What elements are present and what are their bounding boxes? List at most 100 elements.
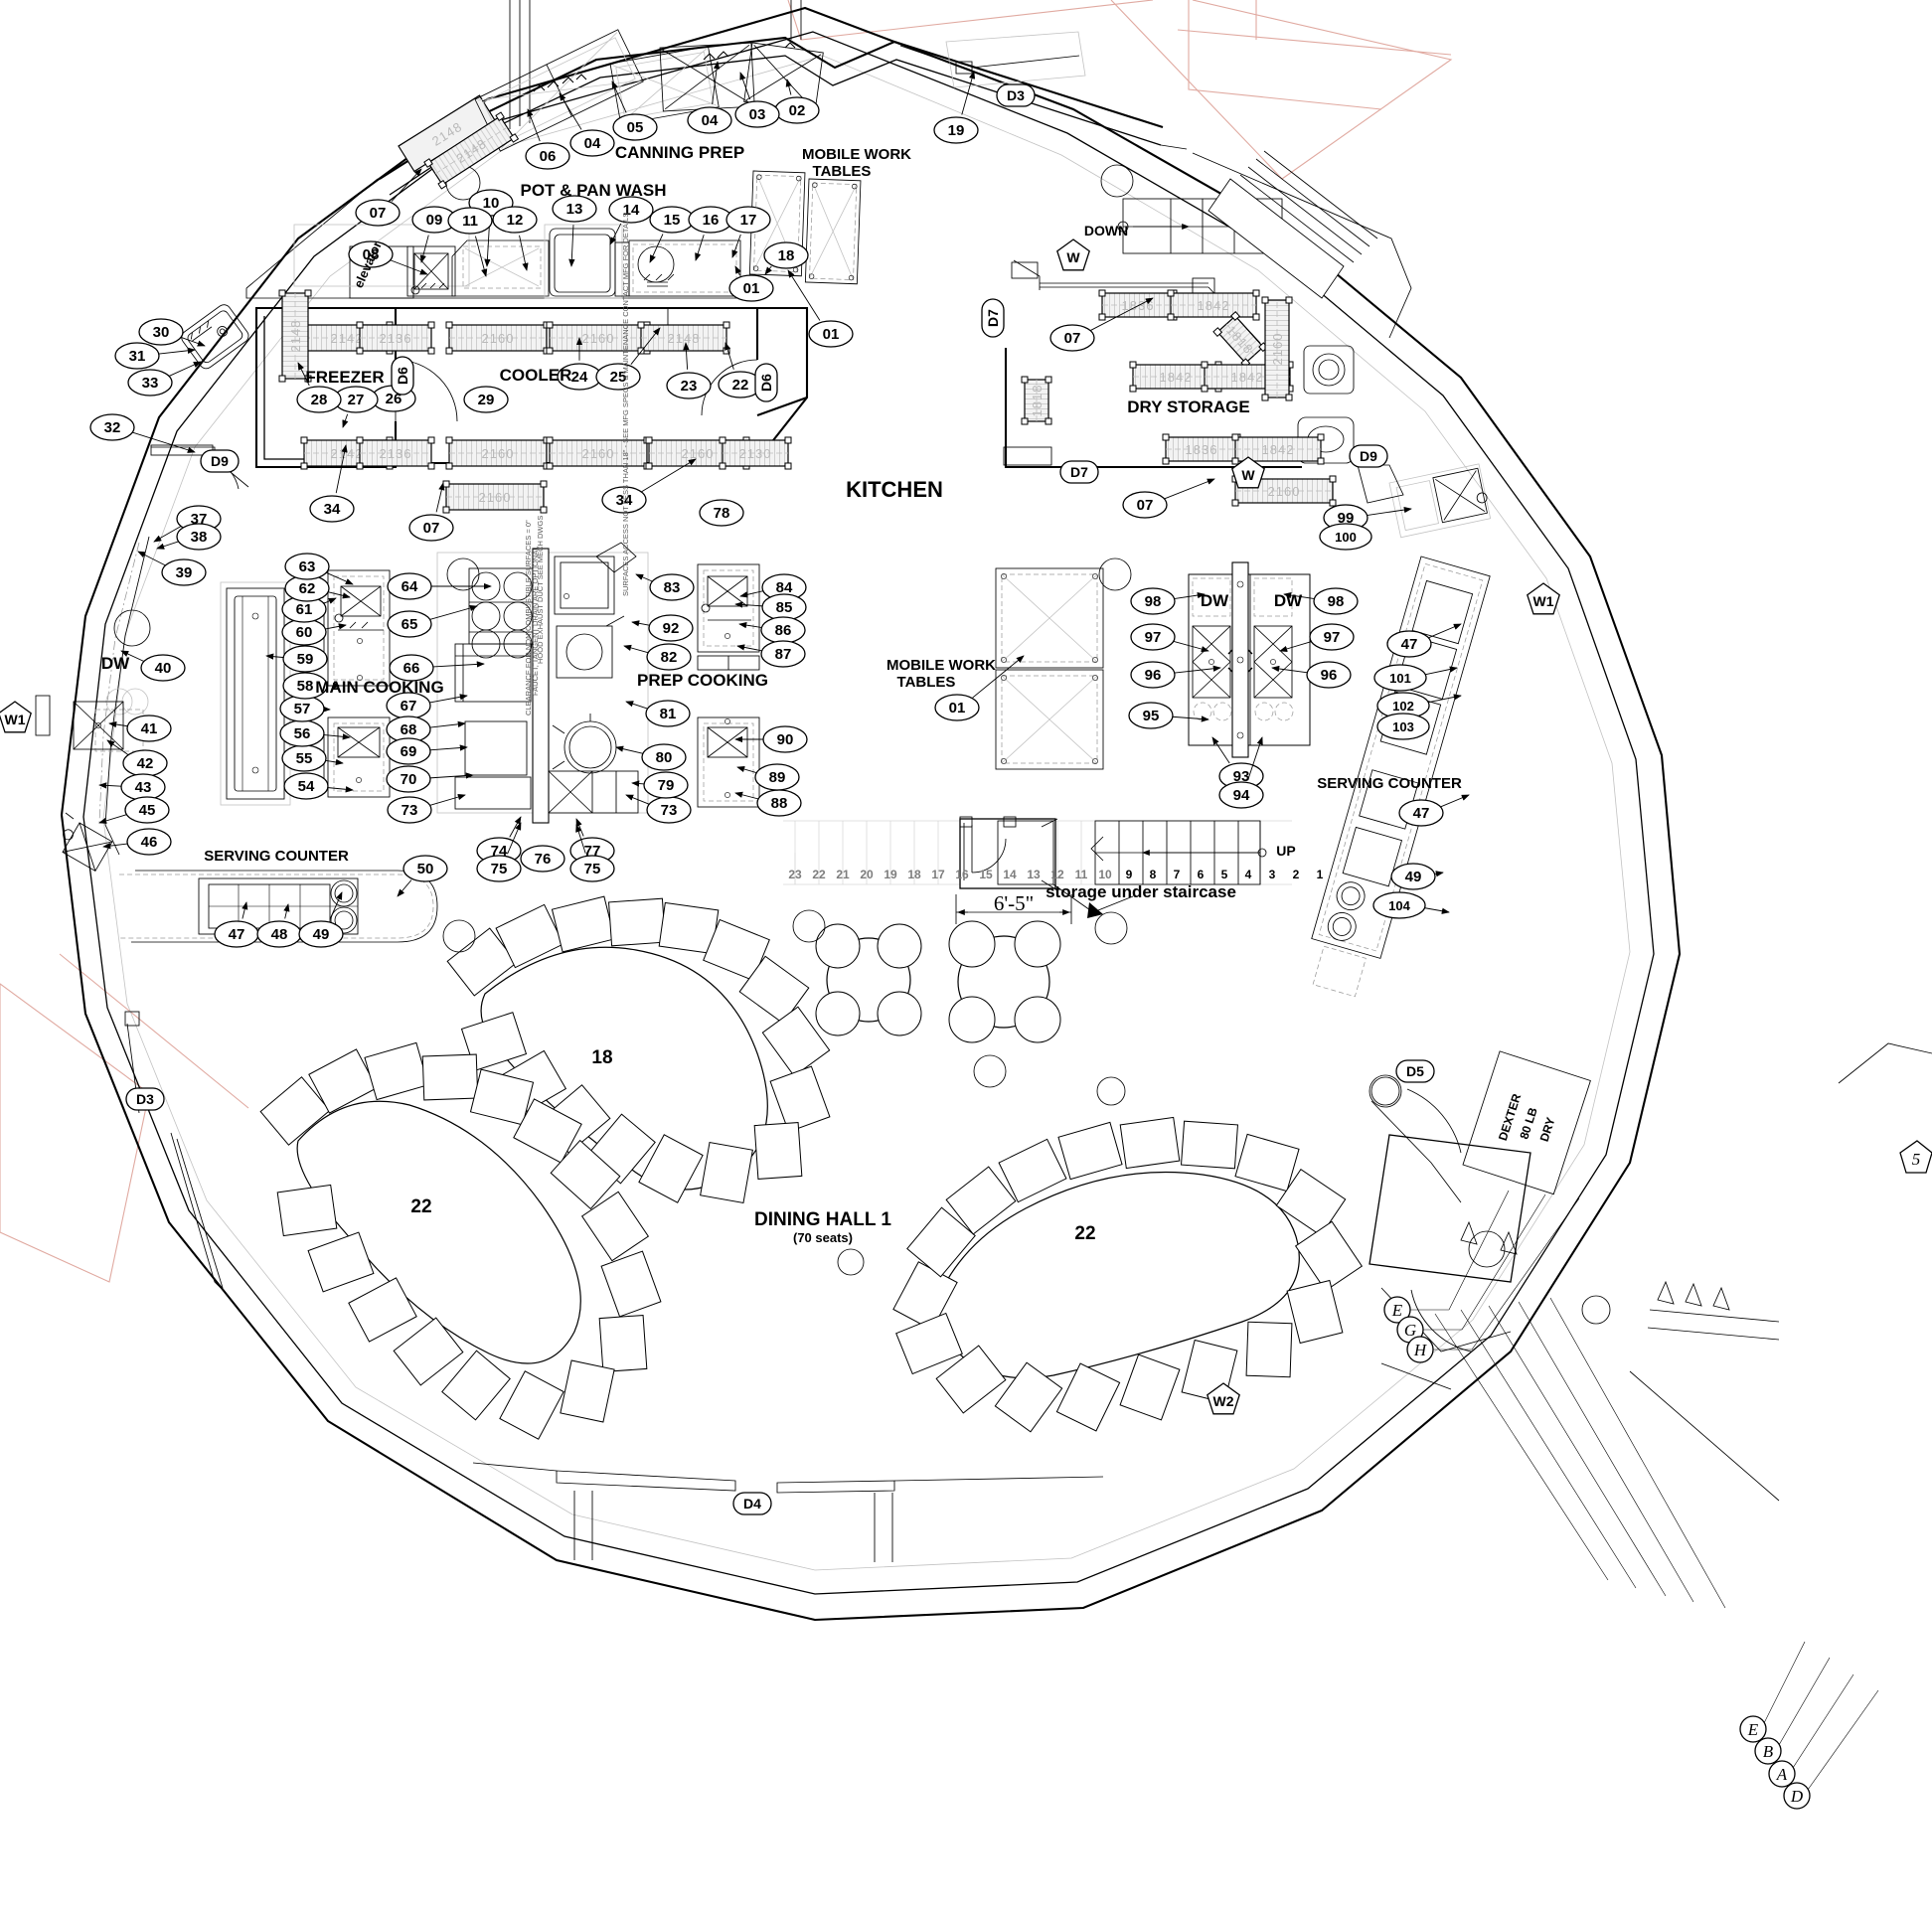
callout-bubble[interactable]: [309, 495, 355, 523]
callout-bubble[interactable]: [646, 643, 692, 671]
door-tag-d7[interactable]: D7: [1059, 460, 1099, 484]
callout-bubble[interactable]: [1130, 587, 1176, 615]
callout-bubble[interactable]: [296, 386, 342, 413]
equipment-callout[interactable]: 33: [127, 361, 202, 397]
equipment-callout[interactable]: 42: [106, 739, 168, 777]
callout-bubble[interactable]: [569, 129, 615, 157]
callout-bubble[interactable]: [1372, 891, 1426, 919]
callout-bubble[interactable]: [760, 640, 806, 668]
callout-bubble[interactable]: [608, 196, 654, 224]
laundry-letter-tag-e[interactable]: E: [1383, 1190, 1510, 1324]
equipment-callout[interactable]: 54: [283, 772, 354, 800]
callout-bubble[interactable]: [402, 855, 448, 882]
equipment-callout[interactable]: 95: [1128, 702, 1209, 729]
letter-tag-shape[interactable]: [1783, 1782, 1811, 1810]
door-tag-shape[interactable]: [200, 449, 240, 473]
equipment-callout[interactable]: 19: [933, 71, 979, 144]
callout-bubble[interactable]: [348, 240, 394, 268]
callout-bubble[interactable]: [728, 274, 774, 302]
window-tag-w[interactable]: W: [1056, 239, 1090, 271]
equipment-callout[interactable]: 47: [1386, 623, 1462, 658]
equipment-callout[interactable]: 100: [1319, 523, 1372, 551]
door-tag-shape[interactable]: [1395, 1059, 1435, 1083]
equipment-callout[interactable]: 93: [1211, 736, 1264, 790]
callout-bubble[interactable]: [386, 765, 431, 793]
equipment-callout[interactable]: 96: [1130, 661, 1221, 689]
callout-bubble[interactable]: [126, 715, 172, 742]
equipment-callout[interactable]: 38: [156, 523, 222, 551]
callout-bubble[interactable]: [1313, 587, 1359, 615]
door-tag-d9[interactable]: D9: [1349, 444, 1388, 468]
equipment-callout[interactable]: 01: [787, 269, 854, 348]
equipment-callout[interactable]: 31: [114, 342, 196, 370]
equipment-callout[interactable]: 22: [718, 342, 763, 398]
callout-bubble[interactable]: [387, 796, 432, 824]
equipment-callout[interactable]: 73: [625, 794, 692, 824]
callout-bubble[interactable]: [1319, 523, 1372, 551]
equipment-callout[interactable]: 09: [411, 206, 457, 263]
window-tag-shape[interactable]: [1207, 1382, 1240, 1415]
callout-bubble[interactable]: [649, 573, 695, 601]
equipment-callout[interactable]: 86: [738, 616, 806, 644]
window-tag-shape[interactable]: [1231, 456, 1265, 489]
equipment-callout[interactable]: 34: [309, 444, 355, 523]
equipment-callout[interactable]: 97: [1279, 623, 1355, 652]
equipment-callout[interactable]: 89: [736, 763, 800, 791]
equipment-callout[interactable]: 47: [1398, 794, 1470, 827]
equipment-callout[interactable]: 07: [408, 482, 454, 542]
callout-bubble[interactable]: [648, 614, 694, 642]
equipment-callout[interactable]: 69: [386, 737, 468, 765]
equipment-callout[interactable]: 64: [387, 572, 492, 600]
callout-bubble[interactable]: [552, 195, 597, 223]
door-tag-shape[interactable]: [732, 1492, 772, 1515]
callout-bubble[interactable]: [447, 207, 493, 235]
equipment-callout[interactable]: 18: [763, 241, 809, 275]
callout-bubble[interactable]: [1128, 702, 1174, 729]
equipment-callout[interactable]: 55: [281, 744, 344, 772]
equipment-callout[interactable]: 88: [734, 789, 802, 817]
callout-bubble[interactable]: [645, 700, 691, 727]
equipment-callout[interactable]: 17: [725, 206, 771, 258]
equipment-callout[interactable]: 45: [98, 796, 170, 824]
equipment-callout[interactable]: 05: [611, 80, 658, 141]
door-tag-shape[interactable]: [981, 298, 1005, 338]
callout-bubble[interactable]: [525, 142, 570, 170]
equipment-callout[interactable]: 56: [279, 719, 351, 747]
equipment-callout[interactable]: 68: [386, 716, 466, 743]
equipment-callout[interactable]: 30: [138, 318, 206, 347]
callout-bubble[interactable]: [492, 206, 538, 234]
callout-bubble[interactable]: [298, 920, 344, 948]
callout-bubble[interactable]: [1390, 863, 1436, 890]
equipment-callout[interactable]: 81: [625, 700, 691, 727]
equipment-callout[interactable]: 08: [348, 240, 428, 275]
callout-bubble[interactable]: [127, 369, 173, 397]
callout-bubble[interactable]: [161, 558, 207, 586]
callout-bubble[interactable]: [1306, 661, 1352, 689]
equipment-callout[interactable]: 34: [601, 458, 697, 514]
equipment-callout[interactable]: 92: [631, 614, 694, 642]
door-tag-shape[interactable]: [996, 83, 1036, 107]
equipment-callout[interactable]: 57: [279, 695, 331, 722]
callout-bubble[interactable]: [1122, 491, 1168, 519]
callout-bubble[interactable]: [138, 318, 184, 346]
equipment-callout[interactable]: 70: [386, 765, 474, 793]
callout-bubble[interactable]: [934, 694, 980, 721]
equipment-callout[interactable]: 87: [736, 640, 806, 668]
equipment-callout[interactable]: 49: [298, 891, 344, 948]
callout-bubble[interactable]: [476, 855, 522, 882]
door-tag-shape[interactable]: [1059, 460, 1099, 484]
equipment-callout[interactable]: 11: [447, 207, 493, 277]
equipment-callout[interactable]: 07: [355, 168, 422, 227]
equipment-callout[interactable]: 24: [557, 337, 602, 391]
callout-bubble[interactable]: [1049, 324, 1095, 352]
equipment-callout[interactable]: 96: [1271, 661, 1352, 689]
equipment-callout[interactable]: 75: [476, 822, 522, 882]
equipment-callout[interactable]: 104: [1372, 891, 1450, 919]
equipment-callout[interactable]: 27: [333, 386, 379, 428]
equipment-callout[interactable]: 78: [699, 499, 744, 527]
door-tag-d3[interactable]: D3: [125, 1087, 165, 1111]
equipment-callout[interactable]: 97: [1130, 623, 1209, 653]
equipment-callout[interactable]: 80: [615, 743, 687, 771]
letter-tag-shape[interactable]: [1406, 1336, 1434, 1363]
equipment-callout[interactable]: 07: [1122, 478, 1215, 519]
